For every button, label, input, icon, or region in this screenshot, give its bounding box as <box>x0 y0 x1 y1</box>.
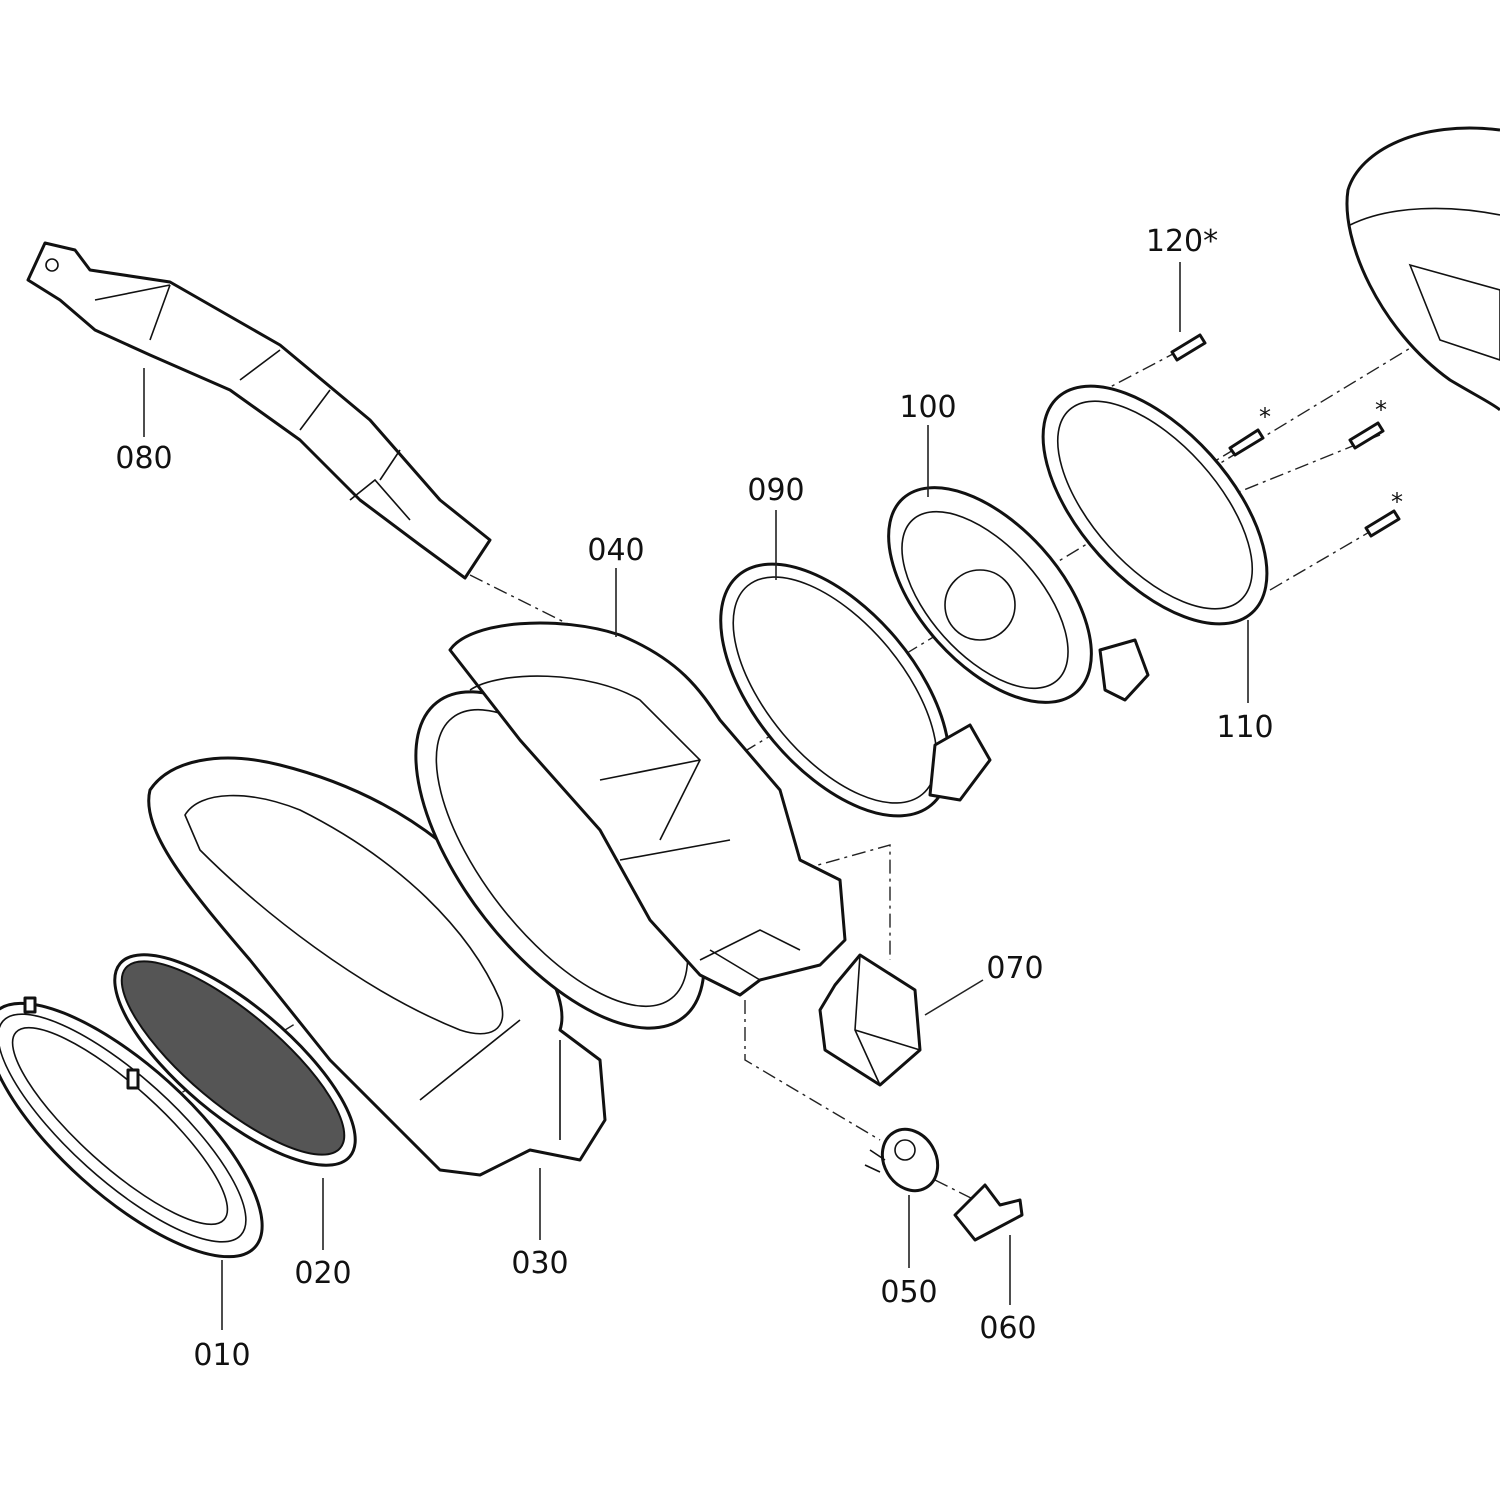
screw-marker: * <box>1375 396 1387 424</box>
label-070: 070 <box>986 951 1043 986</box>
part-070-bracket <box>818 953 922 1087</box>
screw-marker: * <box>1391 488 1403 516</box>
label-110: 110 <box>1216 710 1273 745</box>
part-010-front-cover <box>0 996 264 1259</box>
part-080-headband-arm <box>26 241 492 580</box>
ear-pad <box>1345 126 1500 412</box>
screw-marker: * <box>1259 403 1271 431</box>
part-060-clip <box>953 1183 1024 1242</box>
screws <box>1170 333 1401 538</box>
label-090: 090 <box>747 473 804 508</box>
label-120: 120* <box>1146 224 1218 259</box>
label-010: 010 <box>193 1338 250 1373</box>
label-020: 020 <box>294 1256 351 1291</box>
label-060: 060 <box>979 1311 1036 1346</box>
label-050: 050 <box>880 1275 937 1310</box>
leader-lines <box>143 262 1249 1330</box>
part-100-driver <box>887 486 1150 704</box>
label-040: 040 <box>587 533 644 568</box>
part-040-frame <box>414 621 847 1030</box>
part-050-jack <box>864 1127 940 1193</box>
label-030: 030 <box>511 1246 568 1281</box>
part-110-mounting-ring <box>1041 384 1269 626</box>
part-090-ring <box>719 562 992 818</box>
label-080: 080 <box>115 441 172 476</box>
part-020-mesh-grille <box>113 953 357 1167</box>
label-100: 100 <box>899 390 956 425</box>
